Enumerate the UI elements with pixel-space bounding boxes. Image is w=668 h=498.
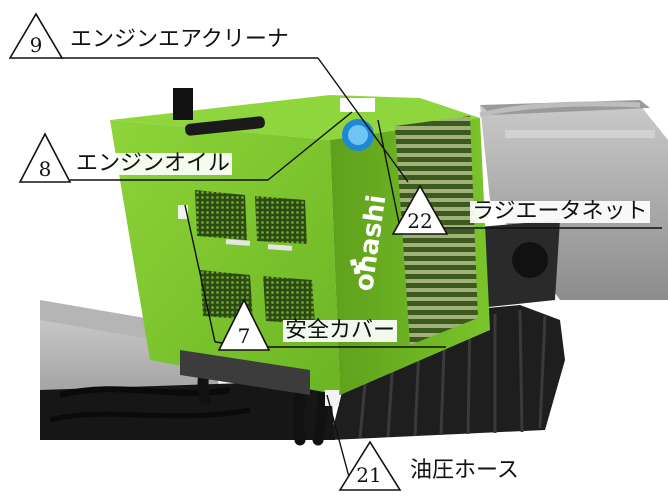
callout-8-number: 8 <box>39 157 52 181</box>
callout-9-number: 9 <box>30 33 43 57</box>
label-engine-oil: エンジンオイル <box>74 151 233 176</box>
front-chute <box>40 300 335 440</box>
callout-7: 7 <box>217 298 271 351</box>
callout-22: 22 <box>391 184 449 235</box>
label-hydraulic-hose: 油圧ホース <box>410 458 519 483</box>
callout-9: 9 <box>8 12 64 59</box>
callout-21-number: 21 <box>356 463 381 487</box>
callout-21: 21 <box>338 440 402 491</box>
callout-22-number: 22 <box>407 209 432 233</box>
label-engine-air-cleaner: エンジンエアクリーナ <box>70 27 289 52</box>
callout-8: 8 <box>18 132 72 183</box>
label-radiator-net: ラジエータネット <box>470 199 650 224</box>
label-safety-cover: 安全カバー <box>283 318 398 343</box>
handrail <box>479 101 641 118</box>
callout-7-number: 7 <box>238 324 251 348</box>
